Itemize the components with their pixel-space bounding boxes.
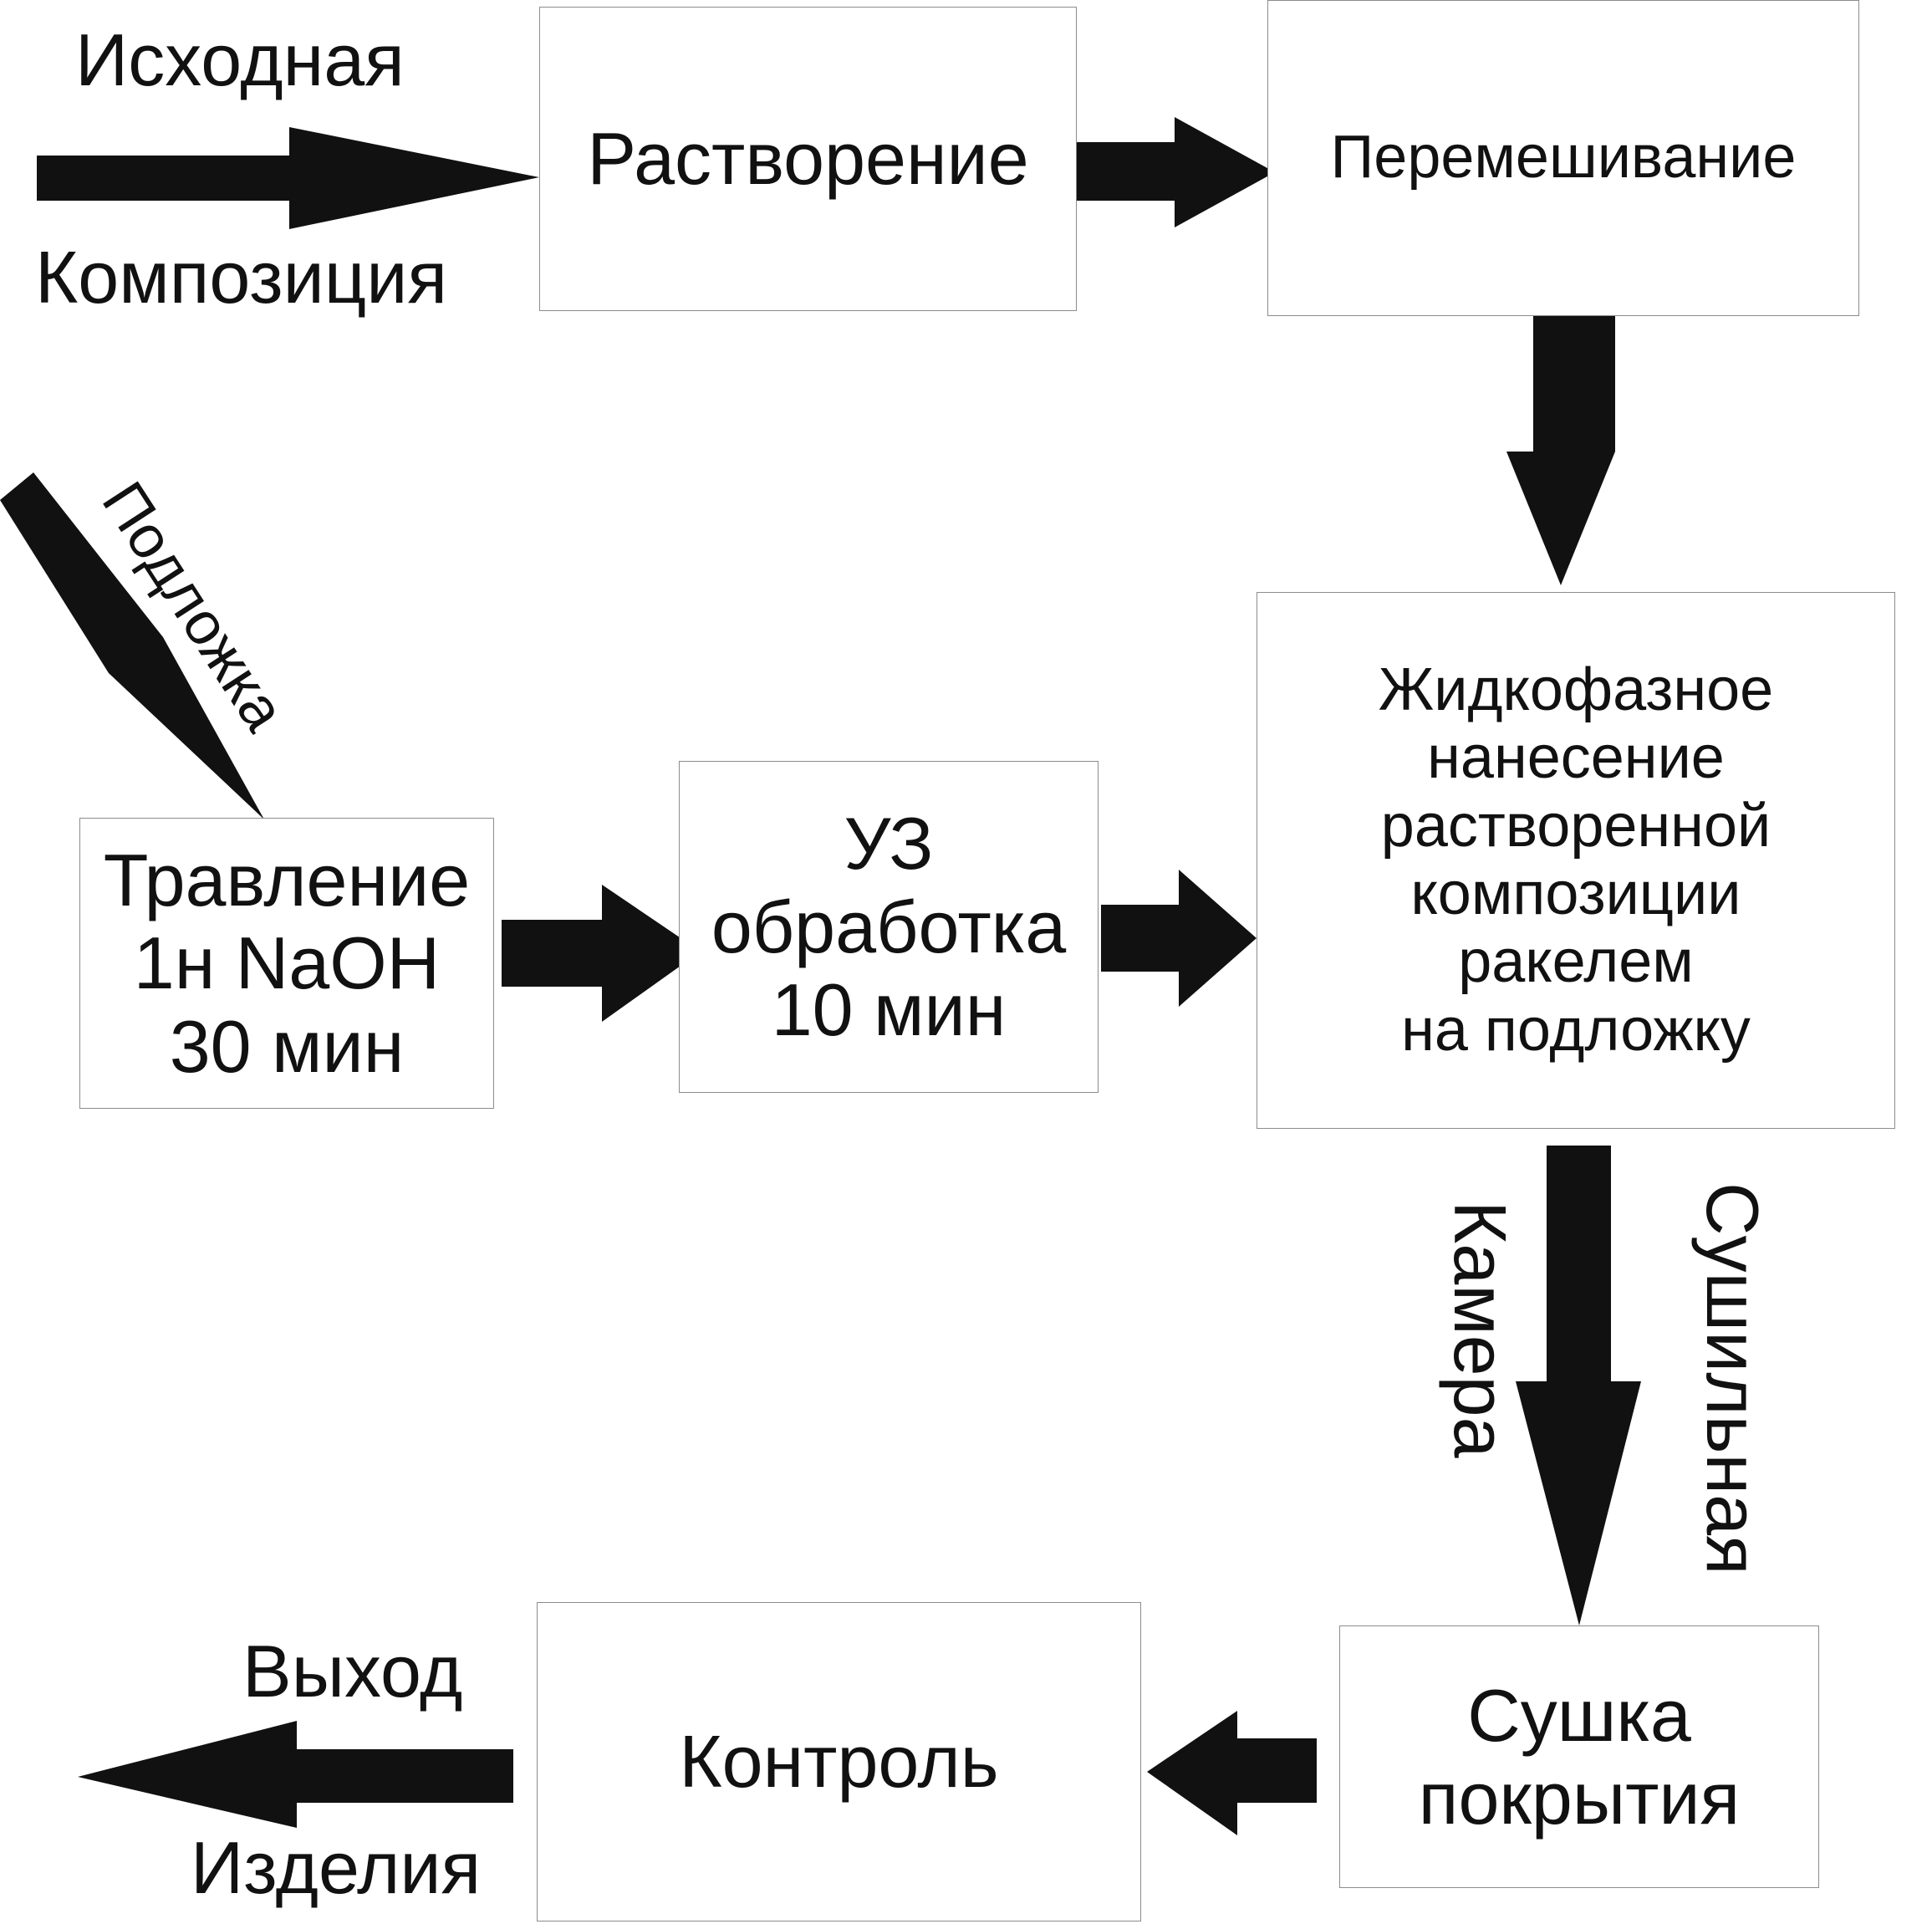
mixing-label: Перемешивание [1330, 124, 1797, 191]
coating-line-6: на подложку [1401, 996, 1751, 1064]
input-composition-line2: Композиция [35, 236, 448, 319]
drying-line-1: Сушка [1467, 1673, 1691, 1757]
coating-line-2: нанесение [1427, 724, 1725, 792]
box-mixing: Перемешивание [1267, 0, 1859, 316]
arrow-drying-to-control [1147, 1711, 1317, 1835]
box-ultrasound: УЗ обработка 10 мин [679, 761, 1099, 1093]
box-drying: Сушка покрытия [1339, 1625, 1819, 1888]
arrow-etching-to-ultrasound [502, 885, 701, 1022]
input-composition-line1: Исходная [75, 18, 405, 101]
arrow-ultrasound-to-coating [1101, 870, 1257, 1007]
box-control: Контроль [537, 1602, 1141, 1921]
coating-line-3: растворенной [1380, 792, 1771, 860]
ultrasound-line-3: 10 мин [771, 968, 1007, 1052]
etching-line-3: 30 мин [169, 1004, 405, 1088]
control-label: Контроль [679, 1720, 999, 1804]
drying-chamber-word1: Сушильная [1691, 1182, 1774, 1575]
output-product-line2: Изделия [191, 1826, 482, 1909]
arrow-input-composition [37, 127, 539, 229]
drying-line-2: покрытия [1418, 1757, 1741, 1840]
coating-line-5: ракелем [1458, 928, 1694, 996]
arrow-substrate-diagonal [0, 472, 264, 819]
arrow-dissolution-to-mixing [1077, 117, 1275, 227]
etching-line-1: Травление [103, 838, 471, 921]
box-coating: Жидкофазное нанесение растворенной компо… [1257, 592, 1895, 1129]
dissolution-label: Растворение [587, 117, 1029, 201]
arrow-coating-to-drying [1516, 1146, 1641, 1625]
coating-line-1: Жидкофазное [1378, 656, 1774, 723]
coating-line-4: композиции [1410, 860, 1741, 927]
box-etching: Травление 1н NaOH 30 мин [79, 818, 494, 1109]
box-dissolution: Растворение [539, 7, 1077, 311]
ultrasound-line-1: УЗ [844, 802, 934, 885]
etching-line-2: 1н NaOH [133, 921, 441, 1005]
output-product-line1: Выход [242, 1630, 463, 1712]
ultrasound-line-2: обработка [711, 885, 1067, 968]
arrow-mixing-to-coating [1506, 316, 1615, 585]
drying-chamber-word2: Камера [1439, 1201, 1522, 1458]
arrow-output-product [78, 1721, 513, 1828]
